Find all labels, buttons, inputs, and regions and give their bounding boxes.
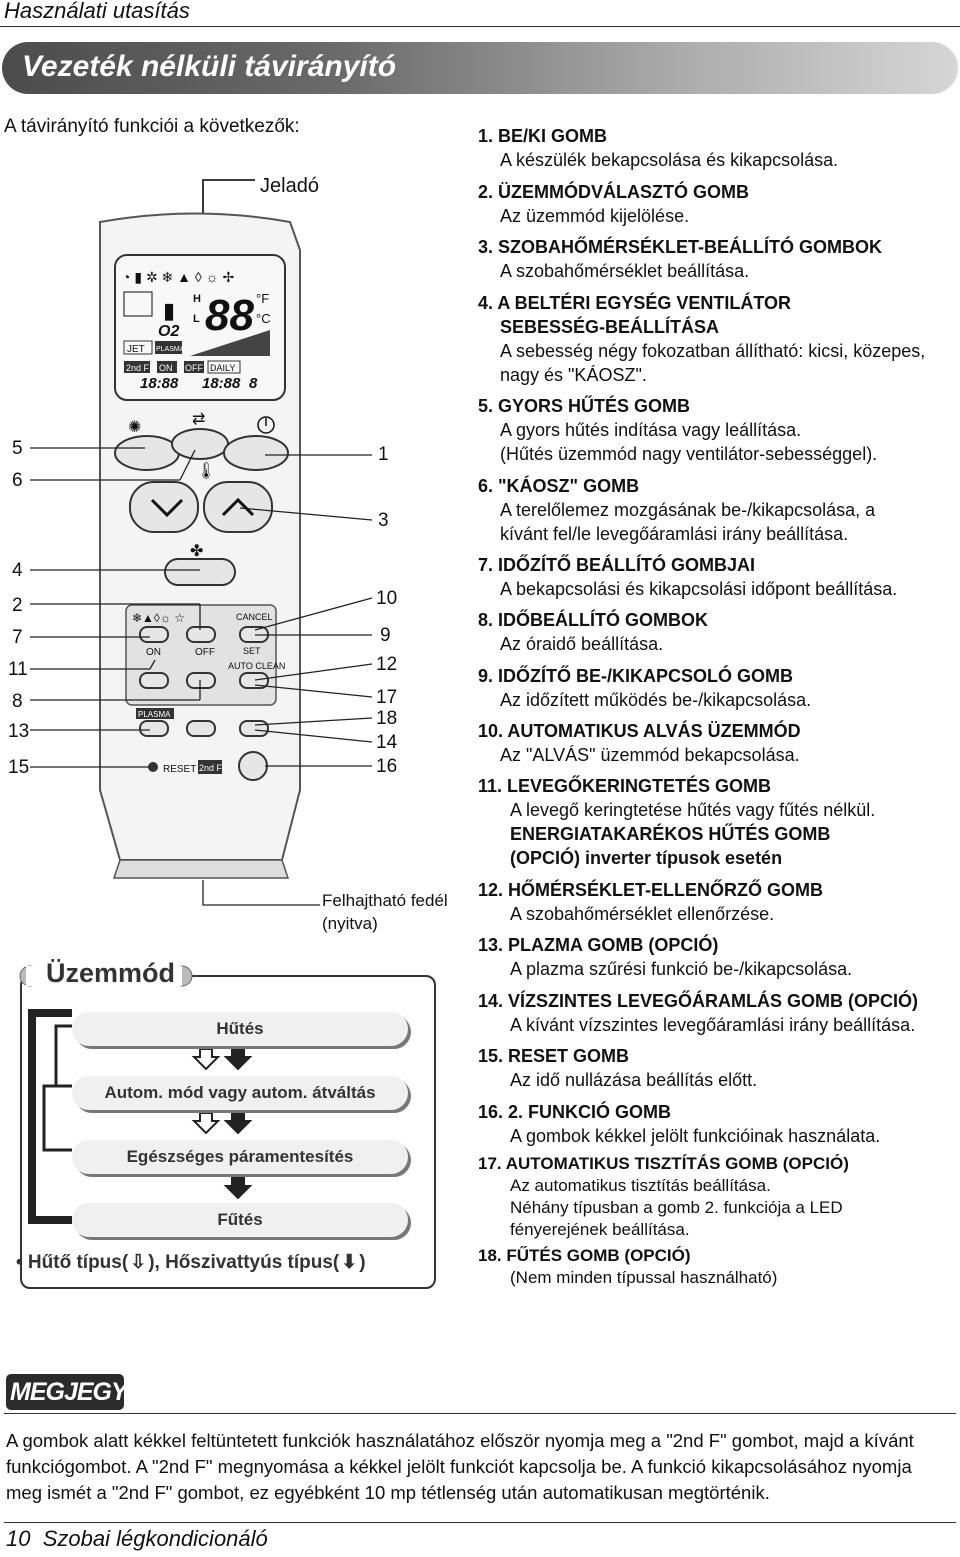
callout-6: 6 (12, 470, 23, 491)
callout-3: 3 (378, 510, 389, 531)
svg-text:8: 8 (249, 375, 258, 392)
section-title: Vezeték nélküli távirányító (22, 50, 397, 83)
mode-dehumidify: Egészséges páramentesítés (72, 1140, 408, 1174)
svg-text:DAILY: DAILY (210, 363, 235, 373)
mode-box (20, 975, 436, 1289)
function-item: 13. PLAZMA GOMB (OPCIÓ)A plazma szűrési … (478, 935, 853, 979)
mode-footer: • Hűtő típus(⇩), Hőszivattyús típus(⬇) (16, 1252, 366, 1273)
svg-text:H: H (193, 293, 201, 305)
svg-text:O2: O2 (158, 323, 179, 340)
callout-16: 16 (376, 756, 398, 777)
callout-4: 4 (12, 560, 23, 581)
cover-label-1: Felhajtható fedél (322, 891, 448, 910)
svg-text:◔ ▮ ✲ ❄ ▲ ◊ ☼ ✢: ◔ ▮ ✲ ❄ ▲ ◊ ☼ ✢ (122, 269, 234, 285)
svg-text:°F: °F (256, 291, 269, 306)
svg-text:L: L (193, 313, 200, 325)
callout-2: 2 (12, 595, 23, 616)
remote-illustration: Jeladó ◔ ▮ ✲ ❄ ▲ ◊ ☼ ✢ ▮ H L 88 °F °C O2… (30, 175, 448, 933)
svg-text:PLASMA: PLASMA (138, 710, 171, 719)
svg-text:CANCEL: CANCEL (236, 612, 273, 622)
svg-text:▮: ▮ (163, 298, 175, 323)
svg-text:2nd F: 2nd F (126, 363, 150, 373)
function-item: 18. FŰTÉS GOMB (OPCIÓ)(Nem minden típuss… (478, 1246, 778, 1287)
callout-12: 12 (376, 654, 398, 675)
header-title: Használati utasítás (4, 0, 190, 23)
svg-text:❄▲◊☼ ☆: ❄▲◊☼ ☆ (132, 611, 185, 625)
callout-9: 9 (380, 625, 391, 646)
note-rule (4, 1413, 956, 1414)
svg-text:18:88: 18:88 (140, 375, 179, 392)
footer-rule (4, 1522, 956, 1523)
svg-text:2nd F: 2nd F (199, 763, 223, 773)
mode-auto: Autom. mód vagy autom. átváltás (72, 1076, 408, 1110)
page-footer: 10 Szobai légkondicionáló (6, 1526, 268, 1552)
svg-text:🌡: 🌡 (196, 462, 216, 480)
svg-text:AUTO CLEAN: AUTO CLEAN (228, 661, 285, 671)
heatpump-arrow-icon: ⬇ (341, 1252, 358, 1273)
callout-8: 8 (12, 691, 23, 712)
cover-label-2: (nyitva) (322, 914, 378, 933)
callout-10: 10 (376, 588, 398, 609)
svg-text:OFF: OFF (185, 363, 203, 373)
cooler-arrow-icon: ⇩ (130, 1252, 147, 1273)
mode-title: Üzemmód (46, 958, 176, 988)
svg-text:ON: ON (159, 363, 173, 373)
callout-1: 1 (378, 444, 389, 465)
svg-text:88: 88 (205, 291, 254, 340)
section-banner: Vezeték nélküli távirányító (2, 42, 958, 94)
callout-11: 11 (8, 659, 28, 680)
svg-text:✤: ✤ (190, 543, 203, 560)
svg-text:OFF: OFF (195, 647, 215, 658)
mode-cooling: Hűtés (72, 1012, 408, 1046)
function-item: 17. AUTOMATIKUS TISZTÍTÁS GOMB (OPCIÓ)Az… (478, 1154, 849, 1239)
page-header: Használati utasítás (0, 0, 960, 28)
callout-18: 18 (376, 708, 398, 729)
svg-text:SET: SET (243, 646, 261, 656)
callout-13: 13 (8, 721, 30, 742)
callout-17: 17 (376, 687, 398, 708)
svg-text:°C: °C (256, 311, 271, 326)
svg-text:18:88: 18:88 (202, 375, 241, 392)
callout-5: 5 (12, 438, 23, 459)
intro-text: A távirányító funkciói a következők: (4, 116, 300, 137)
svg-text:⇄: ⇄ (192, 411, 205, 428)
function-item: 14. VÍZSZINTES LEVEGŐÁRAMLÁS GOMB (OPCIÓ… (478, 991, 919, 1035)
page-number: 10 (6, 1526, 31, 1551)
svg-text:RESET: RESET (163, 764, 196, 775)
note-text: A gombok alatt kékkel feltüntetett funkc… (6, 1430, 914, 1503)
svg-text:JET: JET (127, 344, 145, 355)
footer-title: Szobai légkondicionáló (42, 1526, 268, 1551)
svg-text:PLASMA: PLASMA (156, 346, 185, 353)
callout-14: 14 (376, 732, 398, 753)
note-badge: MEGJEGYZÉS (6, 1374, 173, 1410)
header-rule (0, 26, 960, 27)
svg-text:✺: ✺ (128, 419, 141, 436)
svg-text:ON: ON (146, 647, 161, 658)
transmitter-label: Jeladó (260, 175, 319, 197)
callout-15: 15 (8, 757, 30, 778)
mode-heating: Fűtés (72, 1203, 408, 1237)
callout-7: 7 (12, 627, 23, 648)
